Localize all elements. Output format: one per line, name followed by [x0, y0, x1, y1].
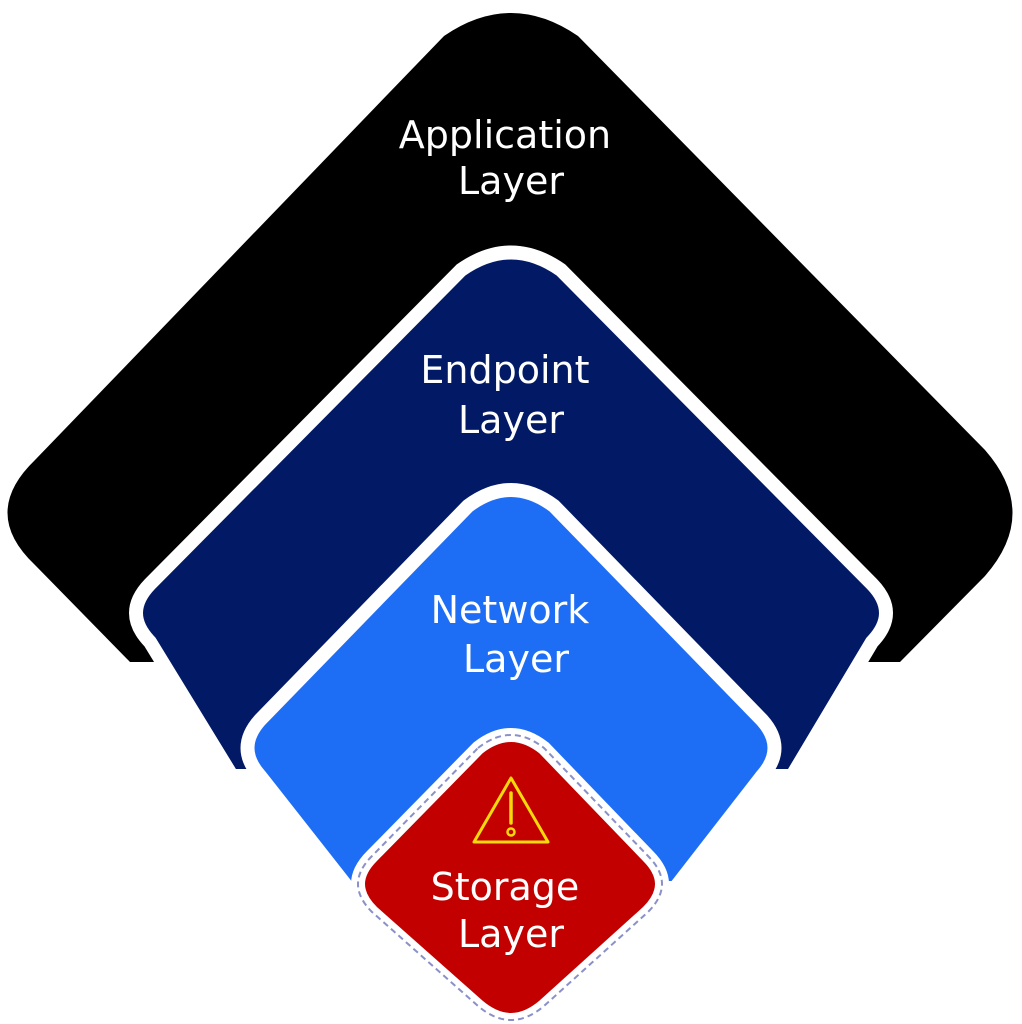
application-layer-label-line2: Layer: [458, 159, 564, 203]
network-layer: Network Layer: [240, 483, 782, 895]
storage-layer-dashed-outline: [357, 734, 663, 1021]
endpoint-layer-label-line2: Layer: [458, 398, 564, 442]
warning-triangle-icon: [472, 776, 550, 844]
network-layer-shape: [240, 483, 782, 895]
application-layer-label-line1: Application: [399, 113, 611, 157]
storage-layer-label-line2: Layer: [458, 912, 564, 956]
endpoint-layer-label-line1: Endpoint: [420, 348, 589, 392]
svg-text:Network Layer: Network Layer: [431, 588, 602, 681]
network-layer-label-line1: Network: [431, 588, 590, 632]
network-layer-label-line2: Layer: [463, 637, 569, 681]
svg-text:Storage Layer: Storage Layer: [431, 865, 592, 956]
svg-text:Endpoint Layer: Endpoint Layer: [420, 348, 601, 442]
storage-layer-label-line1: Storage: [431, 865, 580, 909]
storage-layer: Storage Layer: [351, 728, 669, 1024]
svg-text:Application Layer: Application Layer: [399, 113, 623, 203]
